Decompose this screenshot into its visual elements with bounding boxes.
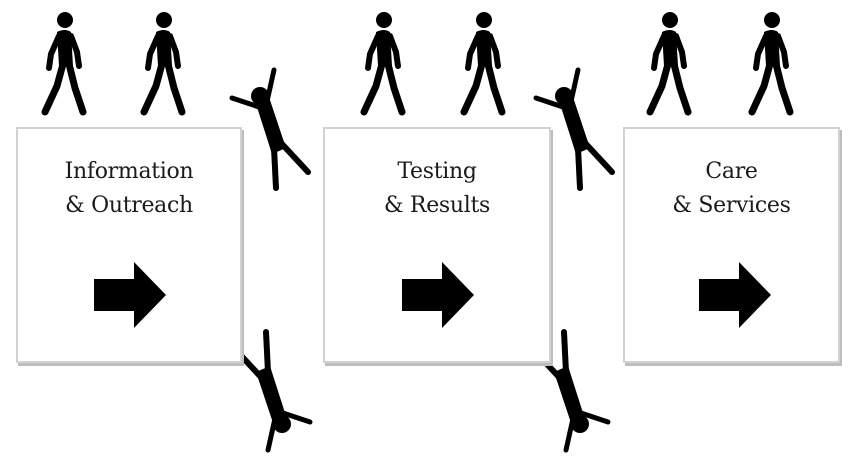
stage-label-line2: & Outreach — [65, 193, 193, 218]
stage-label-line2: & Services — [672, 193, 791, 218]
stage-box-testing-results: Testing & Results — [323, 127, 551, 363]
stage-label-line1: Testing — [397, 159, 477, 184]
walking-person-icon — [744, 8, 796, 116]
right-arrow-icon — [402, 262, 474, 328]
walking-person-icon — [356, 8, 408, 116]
stage-label-line1: Care — [705, 159, 758, 184]
stage-box-information-outreach: Information & Outreach — [16, 127, 242, 363]
stage-label-line1: Information — [64, 159, 194, 184]
walking-person-icon — [642, 8, 694, 116]
stage-box-care-services: Care & Services — [623, 127, 840, 363]
right-arrow-icon — [699, 262, 771, 328]
stage-label: Testing & Results — [325, 155, 549, 223]
walking-person-icon — [37, 8, 89, 116]
stage-label: Information & Outreach — [18, 155, 240, 223]
walking-person-icon — [136, 8, 188, 116]
walking-person-icon — [456, 8, 508, 116]
right-arrow-icon — [94, 262, 166, 328]
stage-label-line2: & Results — [383, 193, 491, 218]
stage-label: Care & Services — [625, 155, 838, 223]
